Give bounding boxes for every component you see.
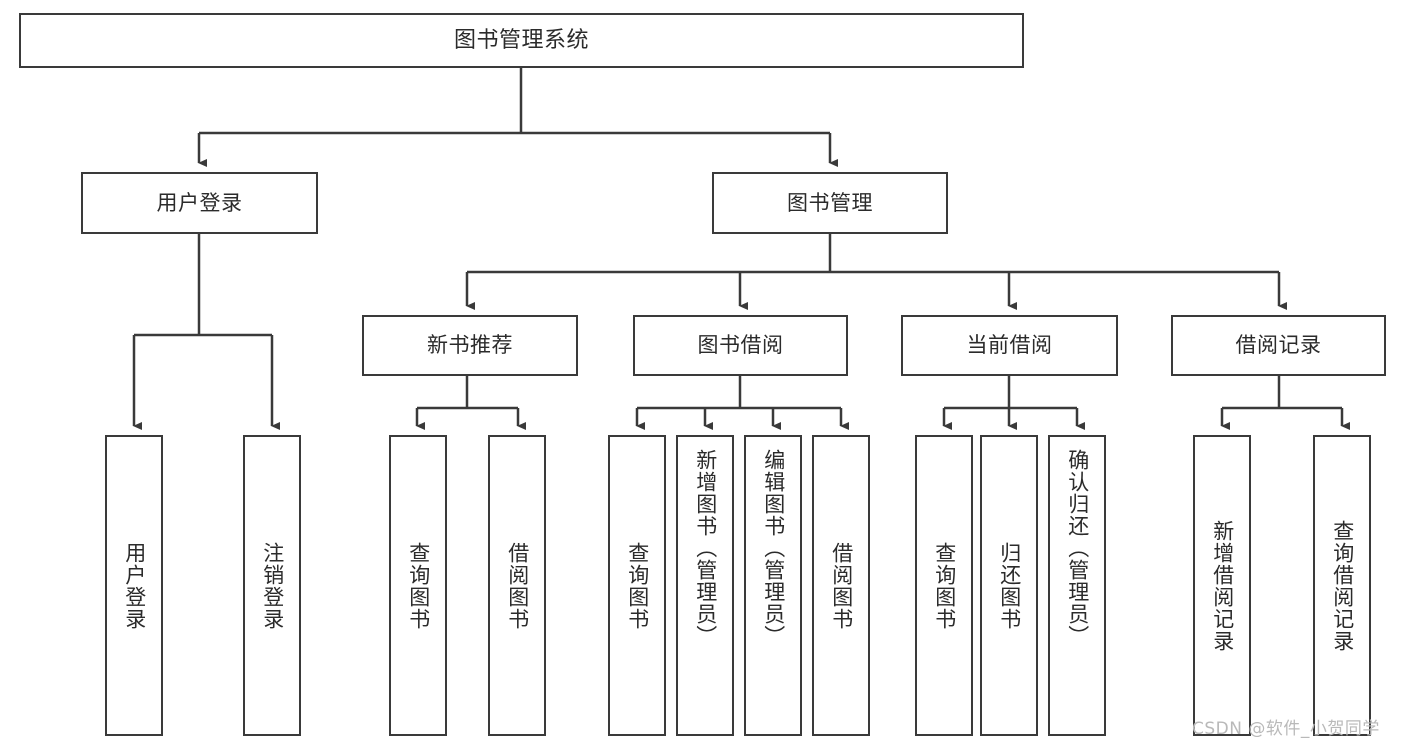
node-book-borrow-label: 图书借阅: [697, 333, 784, 358]
node-leaf-user-login-label: 用户登录: [122, 541, 147, 630]
node-leaf-borrow-book-1-label: 借阅图书: [505, 541, 530, 630]
node-leaf-query-record-label: 查询借阅记录: [1330, 519, 1355, 652]
node-leaf-query-book-3[interactable]: 查询图书: [915, 435, 973, 736]
node-leaf-user-login[interactable]: 用户登录: [105, 435, 163, 736]
node-new-book-recommend-label: 新书推荐: [427, 333, 513, 358]
node-borrow-record[interactable]: 借阅记录: [1171, 315, 1386, 376]
node-leaf-confirm-return-label: 确认归还（管理员）: [1065, 449, 1090, 647]
node-user-login-label: 用户登录: [156, 190, 243, 215]
node-leaf-confirm-return[interactable]: 确认归还（管理员）: [1048, 435, 1106, 736]
node-leaf-edit-book-label: 编辑图书（管理员）: [761, 449, 786, 647]
node-leaf-add-book[interactable]: 新增图书（管理员）: [676, 435, 734, 736]
node-leaf-add-record-label: 新增借阅记录: [1210, 519, 1235, 652]
node-leaf-return-book-label: 归还图书: [997, 541, 1022, 630]
node-leaf-user-logout-label: 注销登录: [260, 541, 285, 630]
node-leaf-query-book-1[interactable]: 查询图书: [389, 435, 447, 736]
node-leaf-add-record[interactable]: 新增借阅记录: [1193, 435, 1251, 736]
node-leaf-query-book-2-label: 查询图书: [625, 541, 650, 630]
node-leaf-edit-book[interactable]: 编辑图书（管理员）: [744, 435, 802, 736]
node-leaf-user-logout[interactable]: 注销登录: [243, 435, 301, 736]
node-leaf-query-book-1-label: 查询图书: [406, 541, 431, 630]
node-leaf-query-book-3-label: 查询图书: [932, 541, 957, 630]
node-root-label: 图书管理系统: [453, 27, 589, 53]
node-root[interactable]: 图书管理系统: [19, 13, 1024, 68]
node-leaf-return-book[interactable]: 归还图书: [980, 435, 1038, 736]
node-current-borrow-label: 当前借阅: [966, 333, 1053, 358]
node-leaf-borrow-book-2-label: 借阅图书: [829, 541, 854, 630]
node-leaf-query-record[interactable]: 查询借阅记录: [1313, 435, 1371, 736]
node-current-borrow[interactable]: 当前借阅: [901, 315, 1118, 376]
node-leaf-borrow-book-1[interactable]: 借阅图书: [488, 435, 546, 736]
node-book-manage-label: 图书管理: [787, 190, 873, 215]
node-book-manage[interactable]: 图书管理: [712, 172, 948, 234]
node-user-login[interactable]: 用户登录: [81, 172, 318, 234]
node-leaf-query-book-2[interactable]: 查询图书: [608, 435, 666, 736]
node-borrow-record-label: 借阅记录: [1235, 333, 1322, 358]
node-book-borrow[interactable]: 图书借阅: [633, 315, 848, 376]
watermark: CSDN @软件_小贺同学: [1192, 719, 1380, 739]
node-new-book-recommend[interactable]: 新书推荐: [362, 315, 578, 376]
node-leaf-add-book-label: 新增图书（管理员）: [693, 449, 718, 647]
node-leaf-borrow-book-2[interactable]: 借阅图书: [812, 435, 870, 736]
